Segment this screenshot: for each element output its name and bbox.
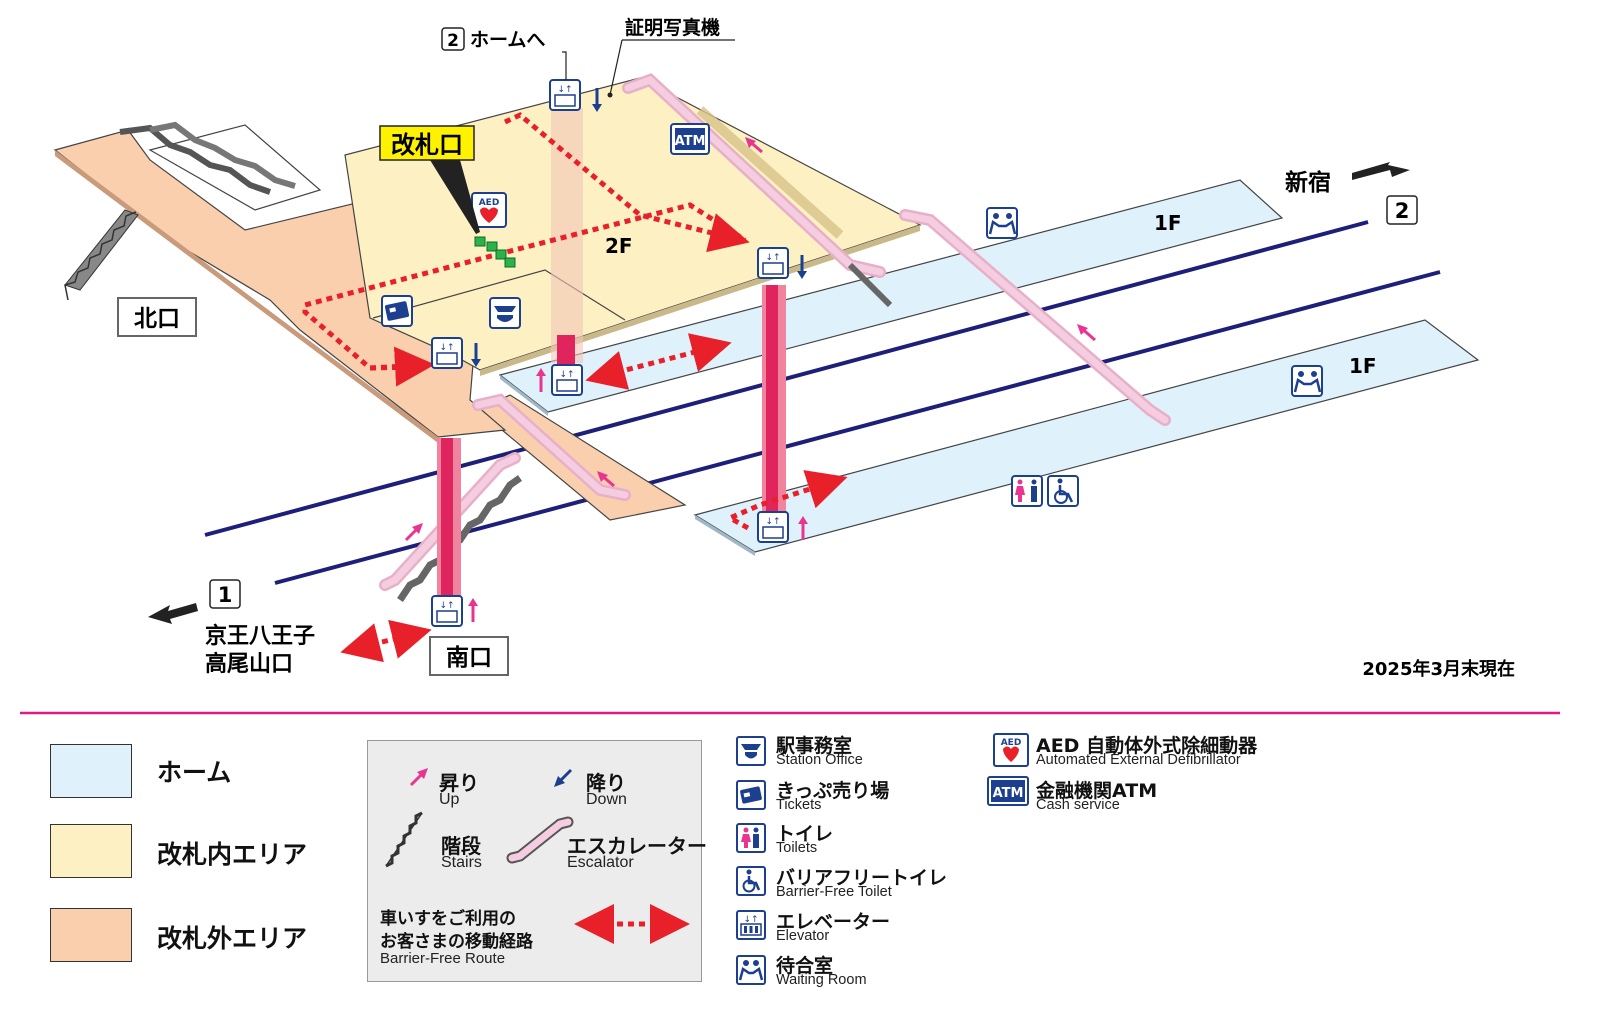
- track-line: [204, 220, 1369, 537]
- svg-text:↓↑: ↓↑: [559, 370, 574, 380]
- escalators: [379, 73, 1171, 591]
- legend-route-line1: 車いすをご利用の: [380, 909, 516, 929]
- floor-1f-label: 1F: [1349, 354, 1377, 378]
- svg-text:↓↑: ↓↑: [439, 343, 454, 353]
- swatch-inside-gate: [50, 824, 132, 878]
- legend-barrier-free-toilet-en: Barrier-Free Toilet: [776, 884, 892, 900]
- ticket-gates: [474, 236, 516, 268]
- legend-station-office: 駅事務室: [776, 735, 853, 757]
- elevator-icon: ↓↑: [431, 595, 463, 627]
- svg-text:京王八王子: 京王八王子: [205, 623, 315, 649]
- svg-text:証明写真機: 証明写真機: [625, 16, 720, 39]
- svg-text:南口: 南口: [446, 645, 492, 671]
- svg-text:ホームへ: ホームへ: [470, 29, 545, 51]
- swatch-outside-gate: [50, 908, 132, 962]
- legend-escalator-en: Escalator: [567, 854, 634, 871]
- elevator-icon: ↓↑: [757, 511, 789, 543]
- svg-text:高尾山口: 高尾山口: [205, 651, 293, 677]
- to-platform-label: 2 ホームへ: [441, 27, 567, 80]
- svg-text:AED: AED: [479, 198, 500, 208]
- legend-stairs-en: Stairs: [441, 854, 482, 871]
- toilet-icon: [736, 823, 766, 853]
- legend-elevator: エレベーター: [776, 911, 891, 933]
- legend-waiting-room-en: Waiting Room: [776, 972, 867, 988]
- legend-inside-gate-label: 改札内エリア: [157, 840, 308, 869]
- ticket-icon: [381, 295, 413, 327]
- north-stairs: [64, 209, 139, 301]
- direction-shinjuku: 新宿 2: [1285, 162, 1418, 225]
- swatch-platform: [50, 744, 132, 798]
- legend-tickets: きっぷ売り場: [776, 780, 890, 802]
- svg-text:1: 1: [218, 583, 233, 607]
- legend-waiting-room: 待合室: [776, 955, 834, 977]
- svg-text:2: 2: [1395, 199, 1410, 223]
- legend-route-line2: お客さまの移動経路: [380, 932, 533, 952]
- direction-hachioji: 1 京王八王子 高尾山口: [148, 579, 315, 677]
- ticket-gate-callout: 改札口: [379, 125, 480, 234]
- floor-2f-label: 2F: [605, 234, 633, 258]
- station-office-icon: [736, 736, 766, 766]
- elevator-icon: ↓↑: [736, 910, 766, 940]
- elevator-icon: ↓↑: [549, 79, 581, 111]
- legend-aed-en: Automated External Defibrillator: [1036, 752, 1241, 768]
- atm-icon: ATM: [670, 123, 710, 155]
- svg-text:ATM: ATM: [675, 134, 706, 149]
- toilet-icon: [1011, 475, 1043, 507]
- barrier-free-routes: [302, 112, 848, 663]
- south-exit-label: 南口: [429, 636, 509, 676]
- waiting-room-icon: [736, 955, 766, 985]
- svg-text:↓↑: ↓↑: [743, 915, 758, 925]
- aed-icon: AED: [993, 733, 1029, 767]
- elevator-icon: ↓↑: [551, 364, 583, 396]
- svg-text:AED: AED: [1001, 738, 1022, 748]
- wheelchair-icon: [1047, 475, 1079, 507]
- svg-text:↓↑: ↓↑: [439, 601, 454, 611]
- elevator-icon: ↓↑: [431, 337, 463, 369]
- legend-escalator-label: エスカレーター: [567, 834, 707, 858]
- photo-booth-label: 証明写真機: [607, 16, 735, 98]
- legend-atm: 金融機関ATM: [1036, 780, 1158, 802]
- wheelchair-icon: [736, 866, 766, 896]
- svg-text:新宿: 新宿: [1285, 169, 1331, 196]
- legend-down-label: 降り: [586, 771, 626, 795]
- legend-stairs-label: 階段: [441, 834, 481, 858]
- svg-text:2: 2: [447, 31, 459, 51]
- north-exit-label: 北口: [117, 297, 197, 337]
- legend-toilets: トイレ: [776, 823, 834, 845]
- svg-text:↓↑: ↓↑: [765, 253, 780, 263]
- legend-outside-gate-label: 改札外エリア: [157, 924, 308, 953]
- svg-text:北口: 北口: [134, 306, 180, 332]
- legend-elevator-en: Elevator: [776, 928, 830, 944]
- svg-text:↓↑: ↓↑: [765, 517, 780, 527]
- floor-1f-label: 1F: [1154, 211, 1182, 235]
- legend-route-en: Barrier-Free Route: [380, 950, 506, 967]
- top-stairs: [119, 121, 296, 195]
- legend-down-en: Down: [586, 791, 627, 808]
- elevator-shafts: [437, 108, 786, 598]
- legend-atm-en: Cash service: [1036, 797, 1120, 813]
- svg-text:改札口: 改札口: [391, 131, 463, 159]
- waiting-room-icon: [1291, 365, 1323, 397]
- date-note: 2025年3月末現在: [1362, 658, 1515, 680]
- elevator-icon: ↓↑: [757, 247, 789, 279]
- ticket-icon: [736, 780, 766, 810]
- direction-arrows: [404, 88, 1096, 622]
- legend-aed: AED 自動体外式除細動器: [1036, 735, 1258, 757]
- legend-up-en: Up: [439, 791, 460, 808]
- legend-barrier-free-toilet: バリアフリートイレ: [776, 867, 948, 889]
- legend-station-office-en: Station Office: [776, 752, 863, 768]
- atm-icon: ATM: [987, 776, 1029, 806]
- svg-text:ATM: ATM: [993, 786, 1024, 801]
- legend-platform-label: ホーム: [157, 758, 232, 787]
- legend-toilets-en: Toilets: [776, 840, 818, 856]
- legend-tickets-en: Tickets: [776, 797, 822, 813]
- svg-text:↓↑: ↓↑: [557, 85, 572, 95]
- station-office-icon: [489, 297, 521, 329]
- waiting-room-icon: [986, 207, 1018, 239]
- legend-up-label: 昇り: [439, 771, 479, 795]
